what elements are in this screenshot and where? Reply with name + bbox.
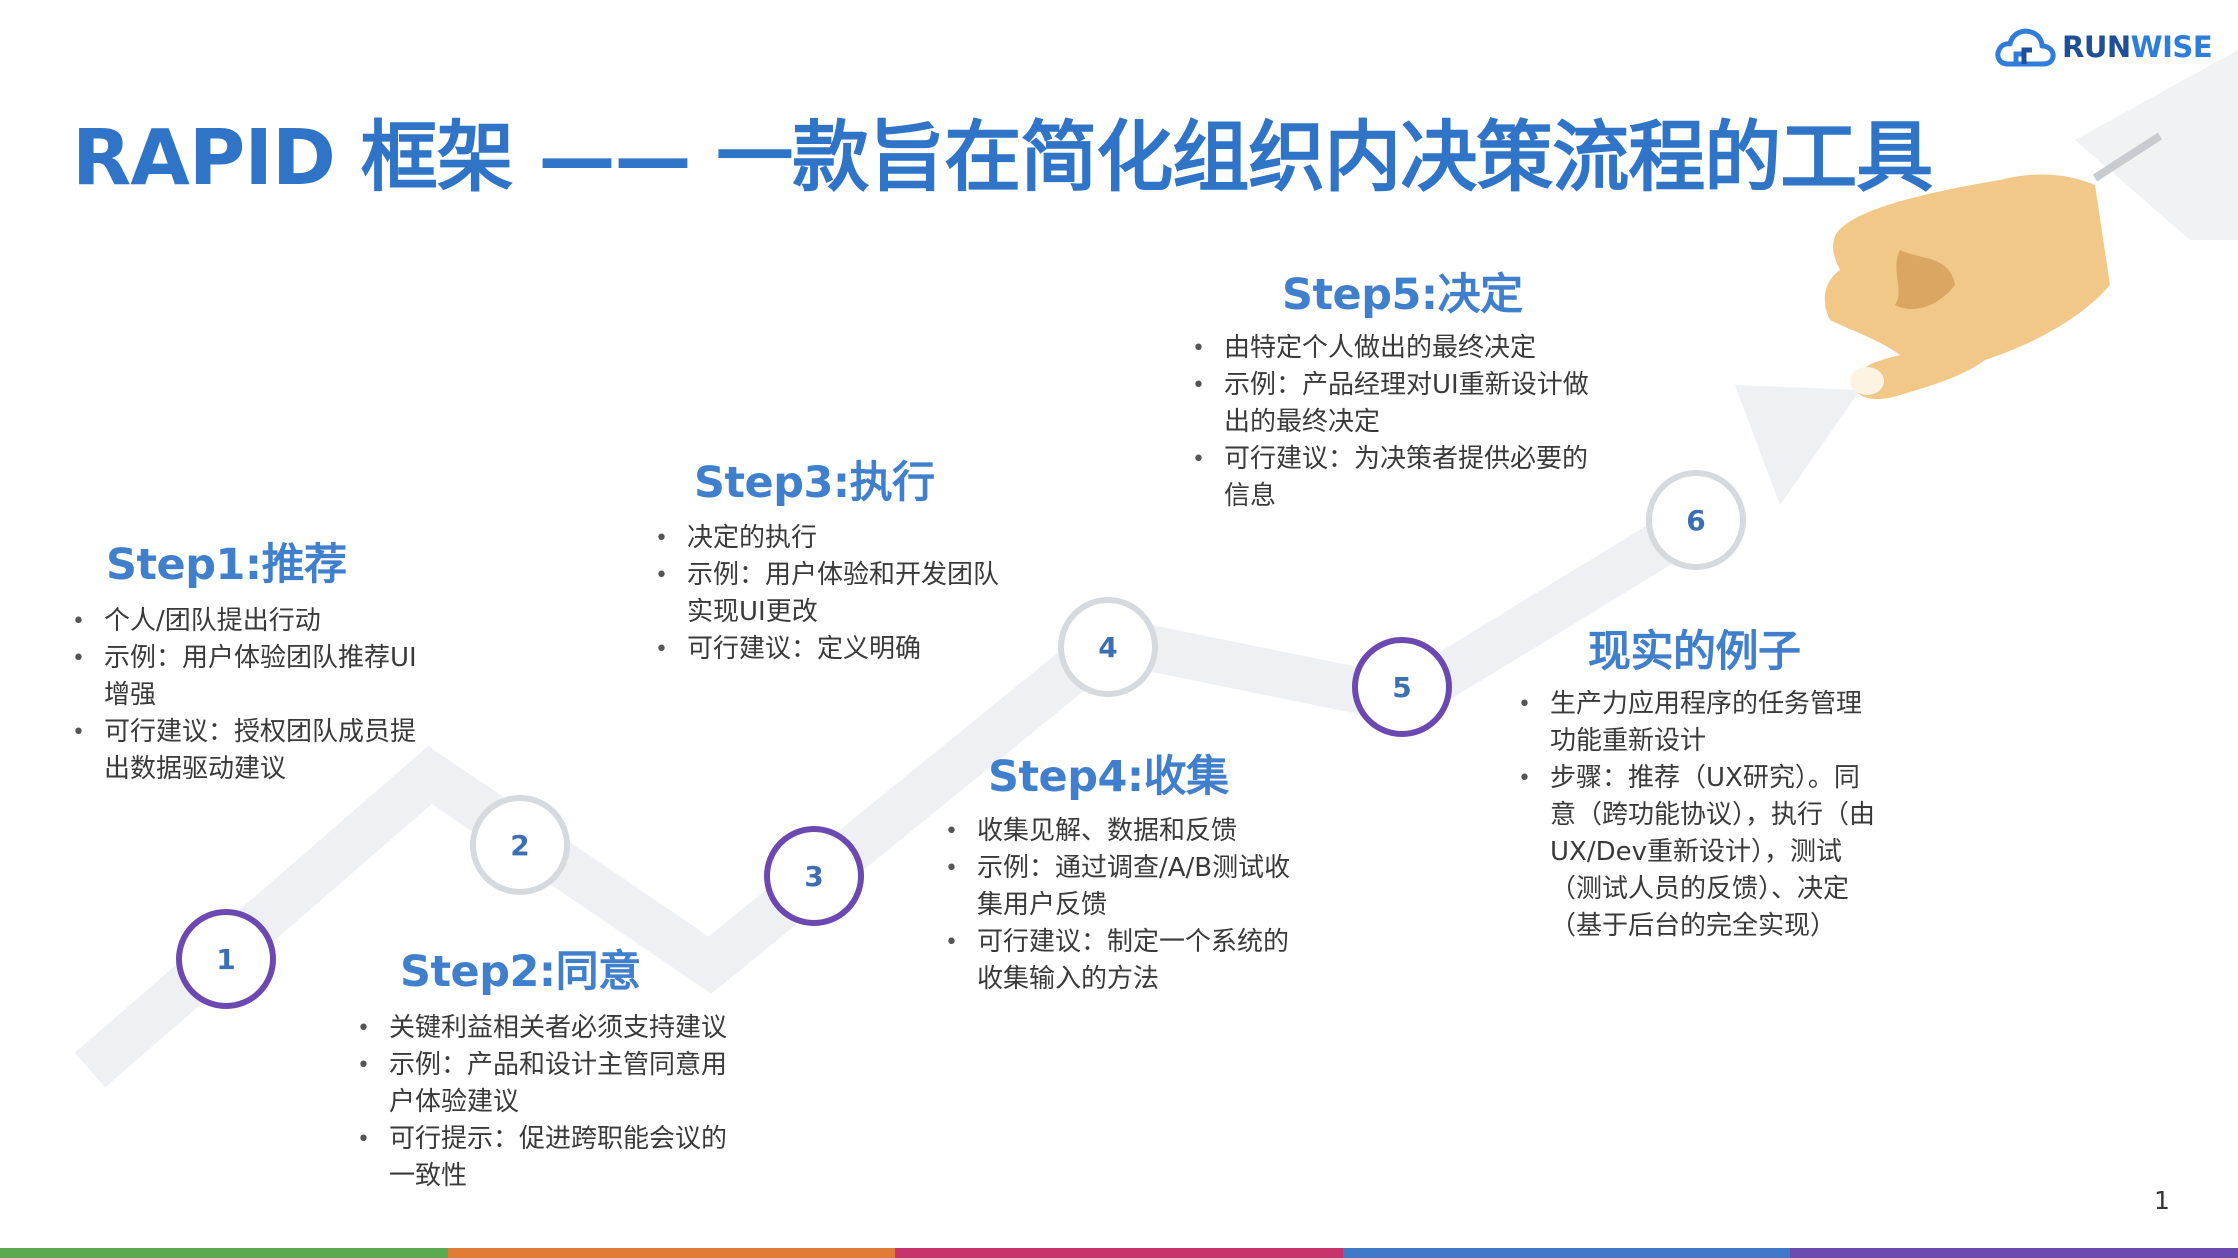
arrow-head-icon	[1735, 385, 1860, 505]
step4-title: Step4:收集	[988, 752, 1229, 802]
step-node-3: 3	[764, 826, 864, 926]
logo-text-wise: WISE	[2130, 30, 2213, 64]
cloud-logo-icon	[1995, 28, 2056, 67]
step4-bullets: 收集见解、数据和反馈 示例：通过调查/A/B测试收集用户反馈 可行建议：制定一个…	[945, 813, 1305, 998]
step5-bullet: 由特定个人做出的最终决定	[1192, 330, 1612, 367]
step2-bullet: 示例：产品和设计主管同意用户体验建议	[357, 1047, 732, 1121]
step1-bullet: 个人/团队提出行动	[72, 603, 427, 640]
example-bullet: 生产力应用程序的任务管理功能重新设计	[1518, 686, 1878, 760]
step5-bullets: 由特定个人做出的最终决定 示例：产品经理对UI重新设计做出的最终决定 可行建议：…	[1192, 330, 1612, 515]
step-node-2: 2	[470, 795, 570, 895]
shirt-cuff	[2075, 50, 2238, 240]
step5-bullet: 示例：产品经理对UI重新设计做出的最终决定	[1192, 367, 1612, 441]
example-bullets: 生产力应用程序的任务管理功能重新设计 步骤：推荐（UX研究）。同意（跨功能协议）…	[1518, 686, 1878, 945]
step4-bullet: 示例：通过调查/A/B测试收集用户反馈	[945, 850, 1305, 924]
step1-bullets: 个人/团队提出行动 示例：用户体验团队推荐UI增强 可行建议：授权团队成员提出数…	[72, 603, 427, 788]
example-title: 现实的例子	[1588, 627, 1801, 677]
step4-bullet: 可行建议：制定一个系统的收集输入的方法	[945, 924, 1305, 998]
step2-bullets: 关键利益相关者必须支持建议 示例：产品和设计主管同意用户体验建议 可行提示：促进…	[357, 1010, 732, 1195]
growth-path	[74, 500, 1712, 1088]
step3-bullets: 决定的执行 示例：用户体验和开发团队实现UI更改 可行建议：定义明确	[655, 520, 1015, 668]
step2-bullet: 关键利益相关者必须支持建议	[357, 1010, 732, 1047]
bar-segment	[447, 1248, 896, 1258]
step-node-5: 5	[1352, 637, 1452, 737]
step1-bullet: 可行建议：授权团队成员提出数据驱动建议	[72, 714, 427, 788]
step-node-4: 4	[1058, 597, 1158, 697]
page-title: RAPID 框架 —— 一款旨在简化组织内决策流程的工具	[72, 114, 1933, 203]
step4-bullet: 收集见解、数据和反馈	[945, 813, 1305, 850]
step3-bullet: 可行建议：定义明确	[655, 631, 1015, 668]
logo-text: RUNWISE	[2062, 30, 2213, 64]
step-node-1: 1	[176, 909, 276, 1009]
bottom-color-bar	[0, 1248, 2238, 1258]
step3-bullet: 决定的执行	[655, 520, 1015, 557]
bar-segment	[0, 1248, 448, 1258]
step1-bullet: 示例：用户体验团队推荐UI增强	[72, 640, 427, 714]
step3-title: Step3:执行	[694, 458, 935, 508]
step1-title: Step1:推荐	[106, 540, 347, 590]
runwise-logo[interactable]: RUNWISE	[1994, 24, 2213, 70]
bar-segment	[895, 1248, 1343, 1258]
bar-segment	[1342, 1248, 1791, 1258]
logo-text-run: RUN	[2062, 30, 2131, 64]
step5-title: Step5:决定	[1282, 270, 1523, 320]
hand-pointing-icon	[1824, 174, 2110, 400]
example-bullet: 步骤：推荐（UX研究）。同意（跨功能协议），执行（由UX/Dev重新设计），测试…	[1518, 760, 1878, 945]
bar-segment	[1790, 1248, 2238, 1258]
step-node-6: 6	[1646, 470, 1746, 570]
step3-bullet: 示例：用户体验和开发团队实现UI更改	[655, 557, 1015, 631]
step2-bullet: 可行提示：促进跨职能会议的一致性	[357, 1121, 732, 1195]
step2-title: Step2:同意	[400, 947, 641, 997]
step5-bullet: 可行建议：为决策者提供必要的信息	[1192, 441, 1612, 515]
page-number: 1	[2154, 1186, 2170, 1215]
